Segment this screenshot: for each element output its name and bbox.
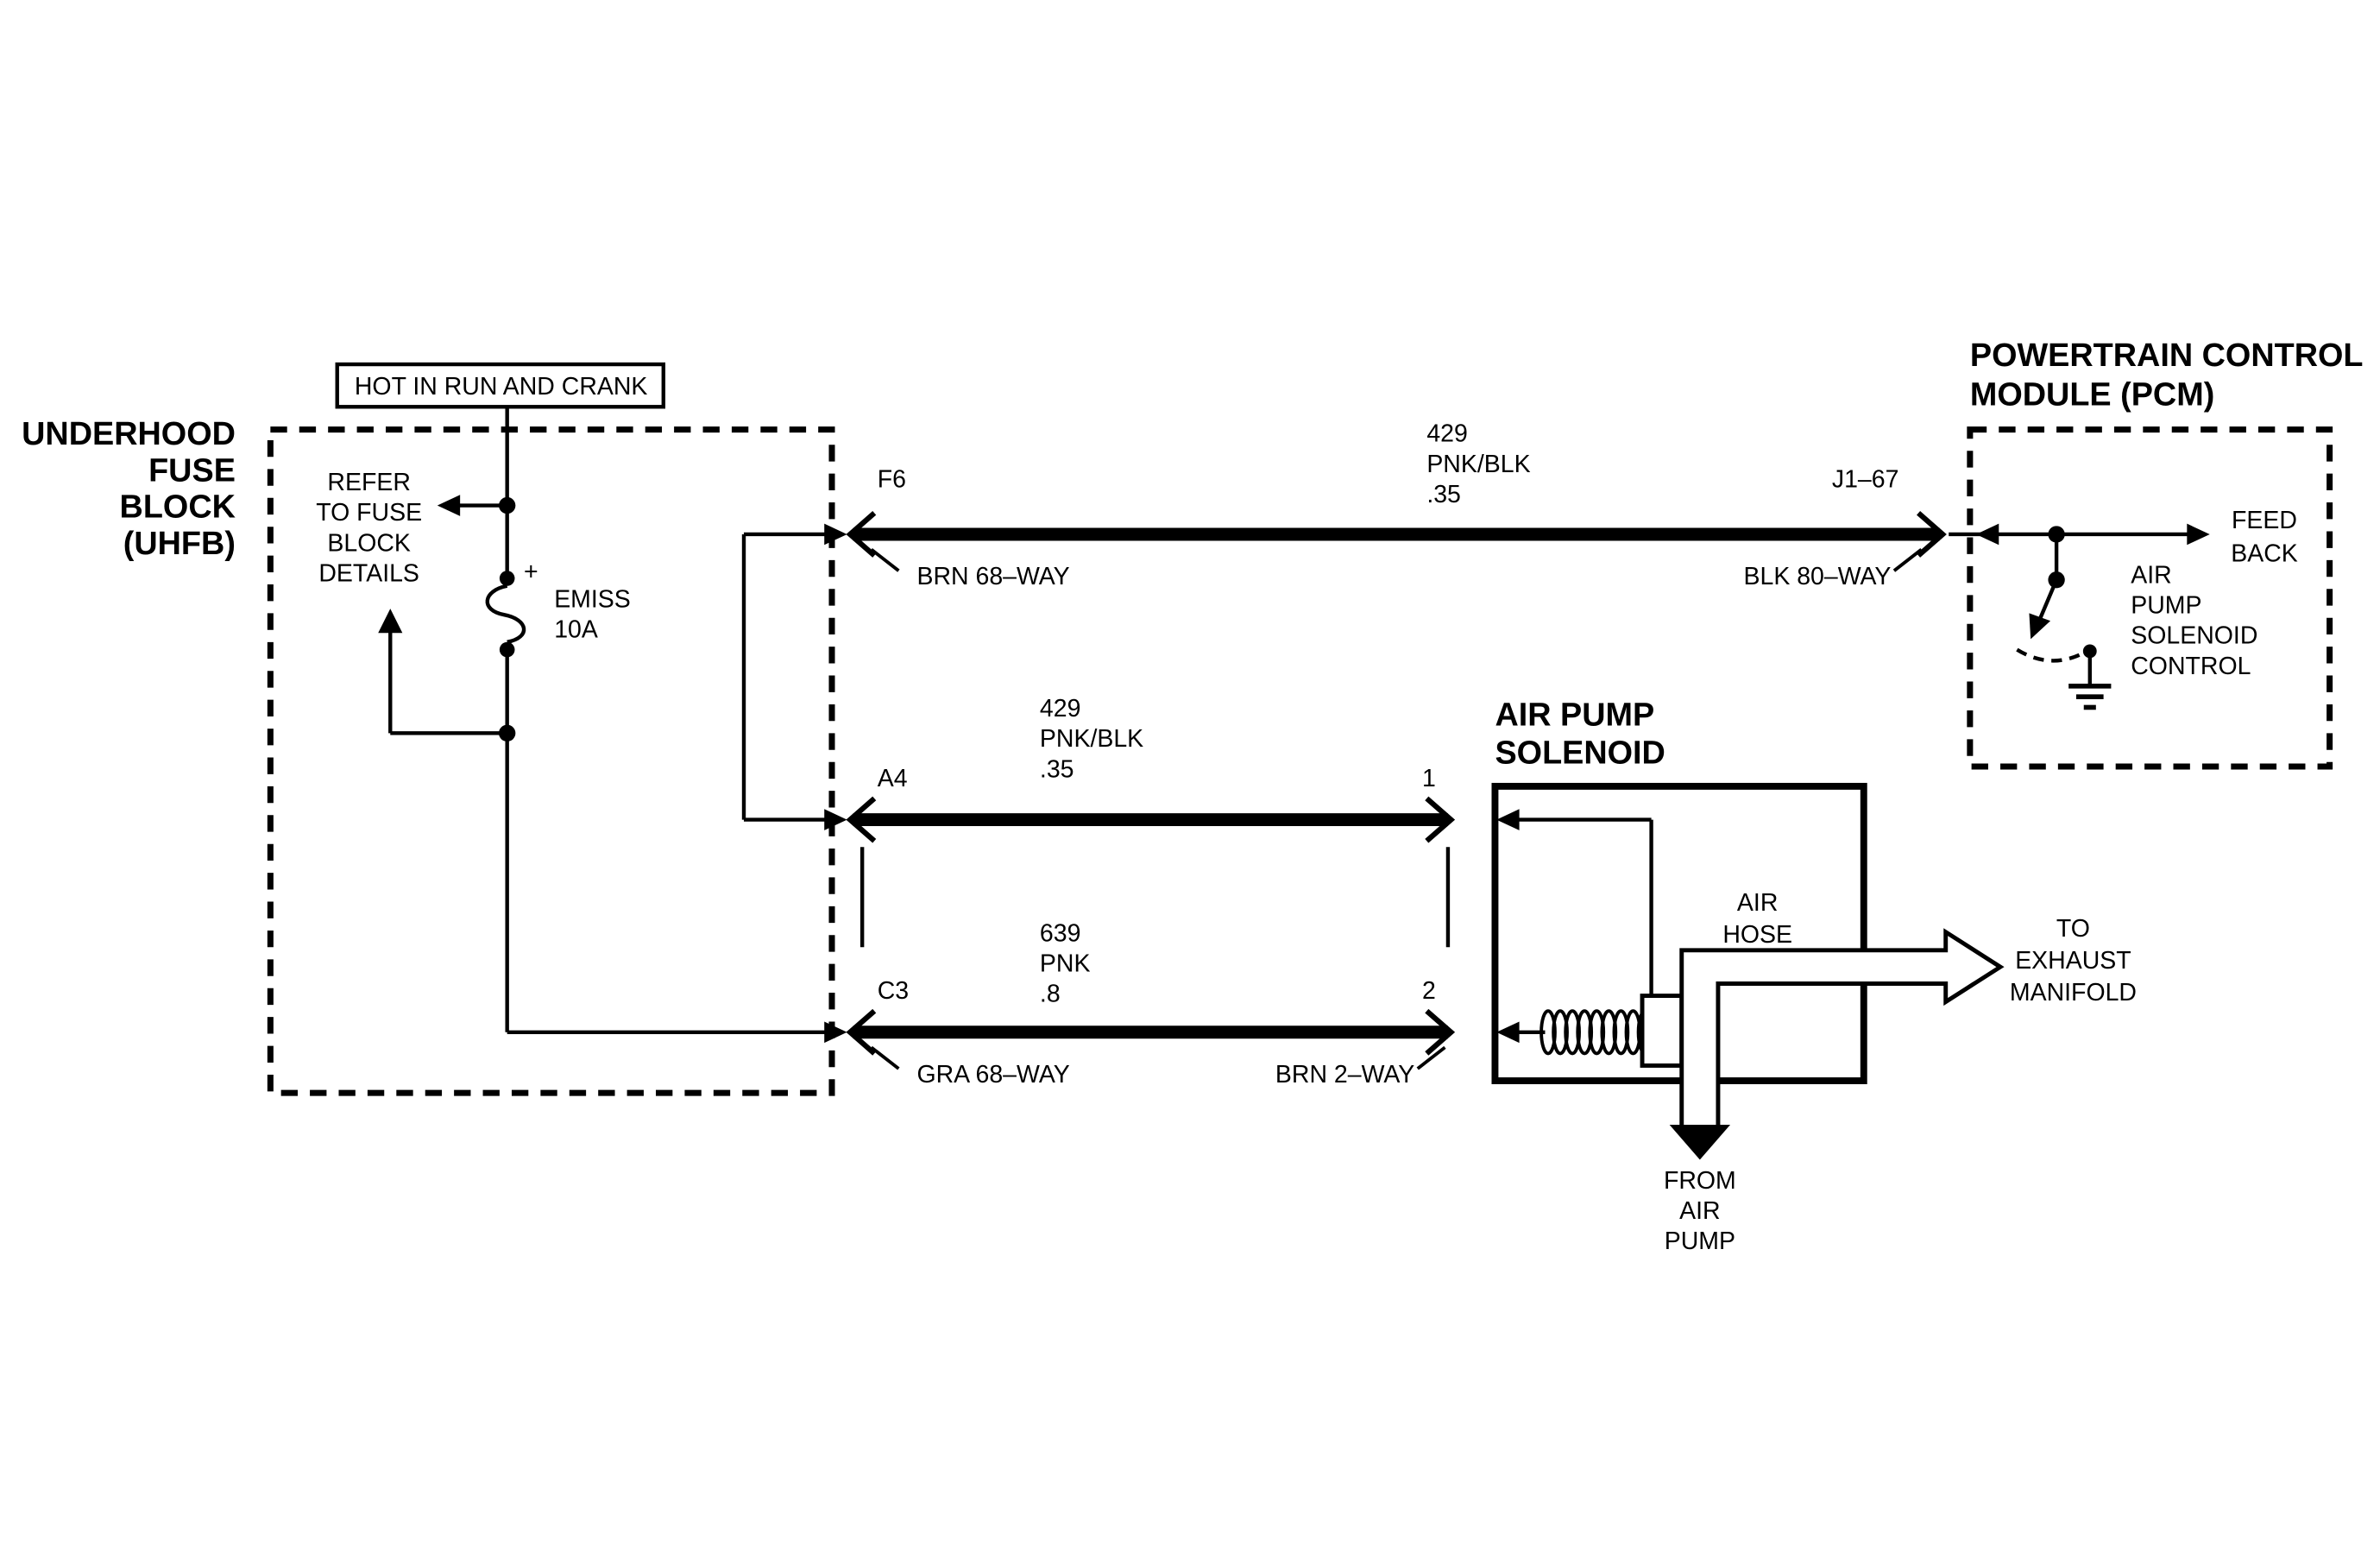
air-pump-solenoid-block: AIR PUMP SOLENOID AIR HOSE TO EXHAUST MA… bbox=[1491, 697, 2137, 1255]
left-arrowhead bbox=[1496, 1021, 1520, 1044]
control-label-line: AIR bbox=[2131, 561, 2171, 589]
from-pump-label-line: AIR bbox=[1679, 1197, 1720, 1225]
connector-chevron bbox=[1425, 796, 1456, 843]
from-pump-label-line: PUMP bbox=[1665, 1227, 1735, 1255]
hot-label-box bbox=[335, 362, 666, 409]
connector-label: GRA 68–WAY bbox=[916, 1061, 1069, 1089]
fuse-terminal-dot bbox=[499, 641, 515, 658]
refer-note-line: BLOCK bbox=[327, 529, 411, 557]
connector-tick bbox=[1892, 548, 1923, 572]
fuse-terminal-dot bbox=[499, 571, 515, 586]
solenoid-coil-icon bbox=[1539, 1009, 1654, 1056]
left-arrowhead bbox=[1496, 809, 1520, 830]
driver-arrowhead bbox=[2029, 613, 2051, 640]
wire-middle: A4 1 429 PNK/BLK .35 bbox=[846, 695, 1456, 948]
air-hose-label-line: HOSE bbox=[1722, 921, 1792, 949]
splice-bracket bbox=[741, 523, 847, 1044]
refer-note-line: TO FUSE bbox=[316, 499, 422, 527]
pin-label: J1–67 bbox=[1832, 465, 1899, 493]
refer-note-line: REFER bbox=[327, 469, 411, 496]
right-arrowhead bbox=[824, 809, 847, 830]
air-hose-label-line: AIR bbox=[1737, 889, 1778, 917]
connector-tick bbox=[1416, 1045, 1446, 1070]
feedback-label-line: FEED bbox=[2232, 507, 2297, 534]
uhfb-title-line: BLOCK bbox=[120, 489, 236, 526]
junction-dot bbox=[2048, 571, 2065, 589]
connector-label: BRN 68–WAY bbox=[916, 563, 1069, 590]
uhfb-block: UNDERHOOD FUSE BLOCK (UHFB) HOT IN RUN A… bbox=[22, 362, 835, 1096]
connector-chevron bbox=[1917, 511, 1947, 558]
wire-top: F6 BRN 68–WAY 429 PNK/BLK .35 J1–67 BLK … bbox=[846, 420, 1947, 590]
connector-chevron bbox=[846, 1008, 877, 1056]
right-arrowhead bbox=[824, 523, 847, 546]
fuse-plus-sign: + bbox=[524, 558, 538, 586]
pin-label: A4 bbox=[878, 765, 908, 792]
uhfb-dashed-box bbox=[267, 426, 835, 1096]
connector-label: BRN 2–WAY bbox=[1275, 1061, 1414, 1089]
exhaust-label-line: MANIFOLD bbox=[2010, 979, 2137, 1007]
hot-label: HOT IN RUN AND CRANK bbox=[355, 373, 648, 401]
connector-chevron bbox=[846, 511, 877, 558]
control-label-line: SOLENOID bbox=[2131, 622, 2257, 650]
fuse-name: EMISS bbox=[554, 585, 631, 613]
exhaust-label-line: EXHAUST bbox=[2015, 947, 2131, 975]
fuse-symbol: + EMISS 10A bbox=[485, 558, 631, 658]
connector-chevron bbox=[846, 796, 877, 843]
right-arrowhead bbox=[2187, 523, 2210, 546]
driver-dashed-link bbox=[2016, 647, 2088, 663]
valve-body bbox=[1640, 994, 1684, 1068]
junction-dot bbox=[499, 496, 516, 514]
circuit-label-line: PNK/BLK bbox=[1426, 451, 1530, 478]
connector-label: BLK 80–WAY bbox=[1744, 563, 1892, 590]
circuit-label-line: 429 bbox=[1040, 695, 1081, 723]
pcm-title-line: MODULE (PCM) bbox=[1970, 377, 2214, 413]
control-label-line: PUMP bbox=[2131, 591, 2201, 619]
left-arrowhead bbox=[1975, 523, 1999, 546]
circuit-label-line: PNK bbox=[1040, 950, 1091, 977]
pcm-block: POWERTRAIN CONTROL MODULE (PCM) FEED BAC… bbox=[1949, 338, 2364, 770]
connector-tick bbox=[870, 1045, 900, 1070]
circuit-label-line: .35 bbox=[1426, 481, 1461, 508]
refer-note-line: DETAILS bbox=[318, 560, 419, 588]
wire-bottom: C3 2 639 PNK .8 GRA 68–WAY BRN 2–WAY bbox=[846, 919, 1456, 1089]
right-arrowhead bbox=[824, 1021, 847, 1044]
up-arrowhead bbox=[378, 609, 403, 634]
circuit-label-line: .8 bbox=[1040, 981, 1061, 1008]
pin-label: F6 bbox=[878, 465, 906, 493]
circuit-label-line: .35 bbox=[1040, 755, 1074, 783]
driver-symbol bbox=[2016, 526, 2112, 710]
solenoid-title-line: AIR PUMP bbox=[1495, 697, 1654, 734]
uhfb-title-line: UNDERHOOD bbox=[22, 416, 236, 452]
pin-label: C3 bbox=[878, 977, 909, 1005]
pin-label: 2 bbox=[1422, 977, 1436, 1005]
ground-icon bbox=[2068, 684, 2112, 710]
control-label-line: CONTROL bbox=[2131, 653, 2251, 680]
from-pump-label-line: FROM bbox=[1664, 1167, 1736, 1195]
circuit-label-line: 429 bbox=[1426, 420, 1467, 448]
pin-label: 1 bbox=[1422, 765, 1436, 792]
air-hose-pipe bbox=[1679, 928, 2005, 1131]
circuit-label-line: PNK/BLK bbox=[1040, 725, 1143, 753]
connector-tick bbox=[870, 548, 900, 572]
fuse-element-icon bbox=[485, 584, 526, 645]
exhaust-label-line: TO bbox=[2056, 915, 2090, 943]
connector-chevron bbox=[1425, 1008, 1456, 1056]
driver-line bbox=[2037, 578, 2059, 621]
solenoid-box bbox=[1491, 782, 1867, 1084]
uhfb-title-line: FUSE bbox=[148, 452, 236, 489]
pcm-dashed-box bbox=[1967, 426, 2333, 770]
refer-arrowhead bbox=[437, 495, 461, 516]
circuit-label-line: 639 bbox=[1040, 919, 1081, 947]
fuse-rating: 10A bbox=[554, 616, 598, 644]
pcm-title-line: POWERTRAIN CONTROL bbox=[1970, 338, 2364, 374]
solenoid-title-line: SOLENOID bbox=[1495, 735, 1665, 772]
feedback-label-line: BACK bbox=[2231, 540, 2298, 568]
uhfb-title-line: (UHFB) bbox=[123, 526, 236, 562]
down-arrowhead bbox=[1669, 1125, 1731, 1160]
